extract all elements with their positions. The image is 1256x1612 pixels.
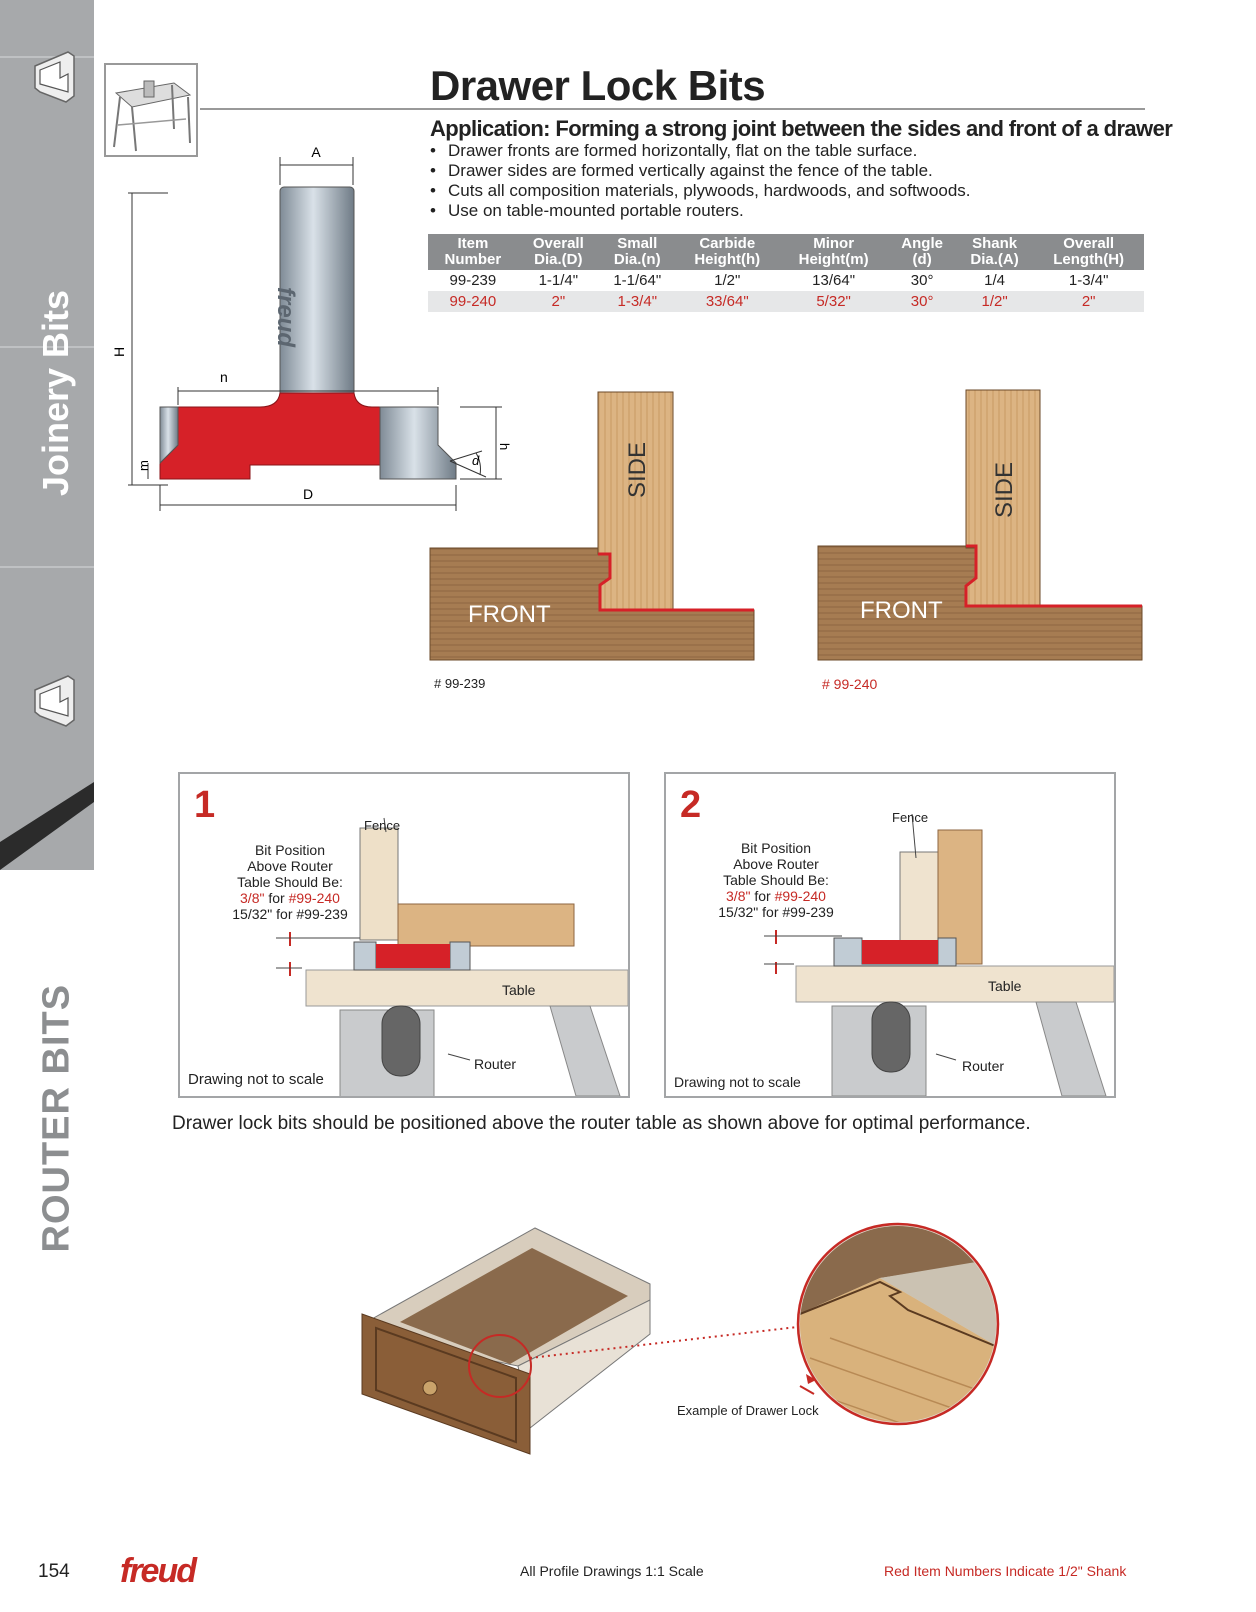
- bit-position-note: Bit Position Above Router Table Should B…: [232, 842, 348, 922]
- table-cell: 30°: [910, 272, 934, 289]
- feature-list: Drawer fronts are formed horizontally, f…: [430, 141, 971, 221]
- joint-caption: # 99-240: [822, 676, 878, 692]
- dim-label: H: [111, 347, 127, 357]
- table-cell: 1-1/4": [538, 272, 579, 289]
- table-cell: 1-1/64": [613, 272, 662, 289]
- page-number: 154: [38, 1561, 70, 1582]
- table-cell: 30°: [888, 291, 956, 312]
- panel-number: 1: [194, 784, 216, 826]
- brand-logo: freud: [120, 1552, 197, 1590]
- feature-item: Drawer sides are formed vertically again…: [430, 161, 971, 181]
- title-rule: [200, 108, 1145, 110]
- category-label: ROUTER BITS: [35, 983, 78, 1253]
- table-cell: 33/64": [675, 291, 779, 312]
- sidebar-divider: [0, 566, 94, 568]
- router-label: Router: [474, 1056, 517, 1072]
- setup-panel-2: 2 Fence Bit Position Above Router Table …: [664, 772, 1116, 1098]
- fence-label: Fence: [892, 810, 929, 825]
- joint-drawing-99-239: SIDE FRONT: [429, 391, 755, 661]
- table-cell: 1-3/4": [598, 291, 676, 312]
- table-cell: 1/4: [984, 272, 1006, 289]
- front-label: FRONT: [468, 601, 551, 628]
- scale-note: All Profile Drawings 1:1 Scale: [520, 1563, 704, 1579]
- table-cell: 99-239: [449, 272, 497, 289]
- table-cell: 1/2": [714, 272, 741, 289]
- table-cell: 1-3/4": [1068, 272, 1109, 289]
- positioning-caption: Drawer lock bits should be positioned ab…: [172, 1113, 1031, 1134]
- dim-label: A: [311, 145, 321, 160]
- fence-label: Fence: [364, 818, 401, 833]
- scale-note: Drawing not to scale: [188, 1071, 324, 1088]
- feature-item: Drawer fronts are formed horizontally, f…: [430, 141, 971, 161]
- router-table-icon: [104, 63, 198, 157]
- dim-label: n: [220, 369, 228, 385]
- front-label: FRONT: [860, 597, 943, 624]
- dim-label: d: [472, 453, 480, 468]
- side-label: SIDE: [624, 442, 651, 498]
- feature-item: Use on table-mounted portable routers.: [430, 201, 971, 221]
- table-row: 99-239 1-1/4" 1-1/64" 1/2" 13/64" 30° 1/…: [428, 270, 1144, 291]
- table-cell: 5/32": [778, 291, 889, 312]
- joint-caption: # 99-239: [434, 676, 486, 691]
- table-cell: 13/64": [812, 272, 856, 289]
- table-label: Table: [988, 978, 1022, 994]
- shank-note: Red Item Numbers Indicate 1/2" Shank: [884, 1563, 1127, 1579]
- router-label: Router: [962, 1058, 1005, 1074]
- brand-mark: freud: [272, 287, 299, 348]
- sidebar: Joinery Bits: [0, 0, 94, 870]
- sidebar-divider: [0, 346, 94, 348]
- table-cell: 99-240: [428, 291, 518, 312]
- table-label: Table: [502, 982, 536, 998]
- joint-drawing-99-240: SIDE FRONT: [817, 389, 1143, 661]
- setup-illustration: [276, 817, 628, 1096]
- col-header: Angle(d): [888, 234, 956, 270]
- dim-label: m: [136, 460, 151, 471]
- bit-position-note: Bit Position Above Router Table Should B…: [718, 840, 834, 920]
- setup-panel-1: 1 Fence Bit Position Above Router Table …: [178, 772, 630, 1098]
- table-cell: 2": [1033, 291, 1144, 312]
- table-cell: 2": [517, 291, 599, 312]
- setup-illustration: [764, 813, 1114, 1096]
- dim-label: h: [497, 443, 512, 450]
- sidebar-divider: [0, 56, 94, 58]
- dim-label: D: [303, 486, 313, 502]
- feature-item: Cuts all composition materials, plywoods…: [430, 181, 971, 201]
- page-title: Drawer Lock Bits: [430, 62, 766, 109]
- side-label: SIDE: [991, 462, 1018, 518]
- bit-profile-drawing: A H freud n m D h d: [111, 145, 512, 511]
- table-cell: 1/2": [955, 291, 1034, 312]
- drawer-example-label: Example of Drawer Lock: [677, 1403, 819, 1418]
- panel-number: 2: [680, 784, 702, 826]
- joinery-profile-icon: [34, 51, 75, 103]
- application-heading: Application: Forming a strong joint betw…: [430, 116, 1173, 141]
- drawer-illustration: [361, 1222, 1000, 1455]
- table-row: 99-240 2" 1-3/4" 33/64" 5/32" 30° 1/2" 2…: [428, 291, 1144, 312]
- joinery-profile-icon: [34, 675, 75, 727]
- scale-note: Drawing not to scale: [674, 1074, 801, 1090]
- sidebar-corner: [0, 782, 94, 870]
- section-label: Joinery Bits: [35, 289, 76, 497]
